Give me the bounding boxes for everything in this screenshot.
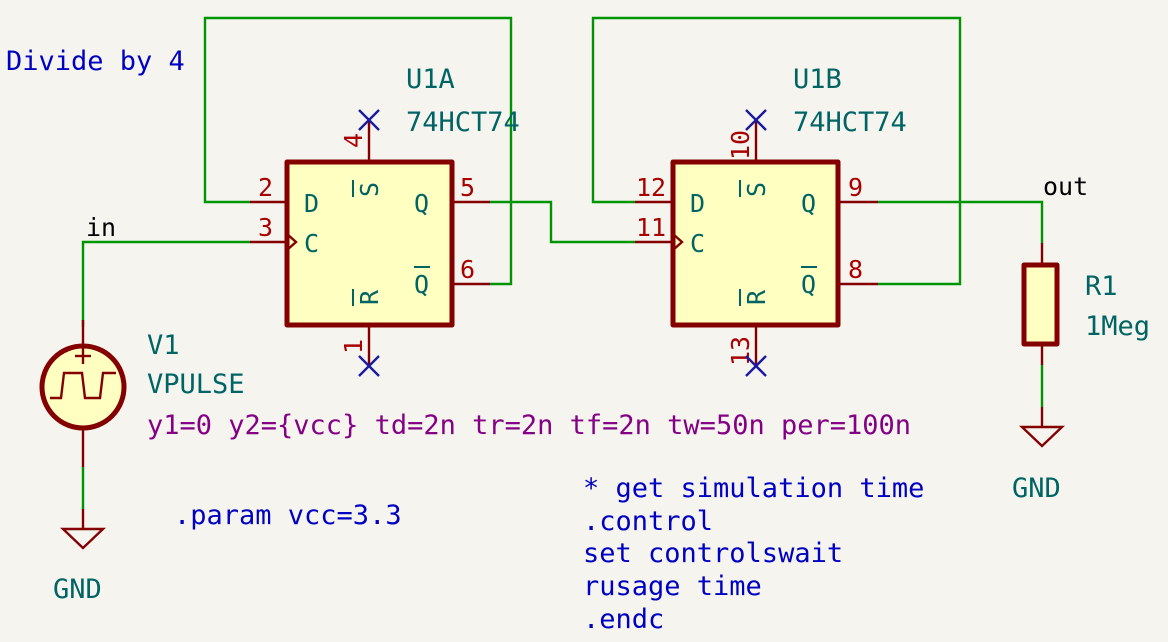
u1b-pin-d-name: D <box>690 189 705 218</box>
u1a-pin-d-name: D <box>304 189 319 218</box>
gnd-label: GND <box>53 574 102 605</box>
clock-marker-icon <box>286 233 298 251</box>
net-label-out[interactable]: out <box>1043 172 1088 201</box>
u1b-pin-s-num: 10 <box>726 130 755 160</box>
title-note[interactable]: Divide by 4 <box>6 46 185 77</box>
ground-icon <box>1018 425 1066 448</box>
control-line: rusage time <box>583 571 762 602</box>
no-connect-icon <box>745 109 767 131</box>
wire-u1a-feedback[interactable] <box>203 16 513 286</box>
u1b-pin-c-num: 11 <box>636 213 666 242</box>
control-line: .control <box>583 506 713 537</box>
gnd-symbol-v1[interactable]: GND <box>53 509 107 605</box>
u1b-pin-q-num: 9 <box>848 173 863 202</box>
v1-reference: V1 <box>147 330 180 361</box>
u1a-pin-qbar-num: 6 <box>460 255 475 284</box>
u1a-pin-r-name: R <box>355 289 384 305</box>
gnd-label: GND <box>1012 473 1061 504</box>
u1a-pin-q-name: Q <box>414 189 429 218</box>
no-connect-icon <box>745 355 767 377</box>
r1-reference: R1 <box>1085 271 1118 302</box>
wire-out[interactable] <box>878 200 1044 243</box>
control-line: .endc <box>583 604 664 635</box>
u1b-pin-qbar-num: 8 <box>848 255 863 284</box>
u1a-pin-q-num: 5 <box>460 173 475 202</box>
u1b-pin-c-name: C <box>690 229 705 258</box>
u1a-flipflop[interactable]: 2 3 5 6 4 1 D C Q Q S R U1A 74HCT74 <box>250 64 520 366</box>
net-label-in[interactable]: in <box>86 213 116 242</box>
r1-body <box>1021 262 1060 347</box>
u1b-pin-s-name: S <box>742 182 771 197</box>
r1-resistor[interactable]: R1 1Meg <box>1021 243 1150 365</box>
control-block[interactable]: * get simulation time .control set contr… <box>583 473 924 635</box>
u1b-value: 74HCT74 <box>793 107 907 138</box>
gnd-symbol-r1[interactable]: GND <box>1012 407 1066 504</box>
u1a-pin-qbar-name: Q <box>414 270 429 299</box>
clock-marker-icon <box>672 233 684 251</box>
param-directive[interactable]: .param vcc=3.3 <box>174 500 402 531</box>
wire-u1b-feedback[interactable] <box>591 16 962 286</box>
v1-value: VPULSE <box>147 369 245 400</box>
u1a-pin-c-num: 3 <box>258 213 273 242</box>
r1-value: 1Meg <box>1085 311 1150 342</box>
u1b-body <box>670 159 841 328</box>
control-line: * get simulation time <box>583 473 924 504</box>
u1b-flipflop[interactable]: 12 11 9 8 10 13 D C Q Q S R U1B 74HCT74 <box>635 64 907 366</box>
wires <box>81 16 1044 509</box>
u1a-body <box>284 159 455 328</box>
u1a-pin-d-num: 2 <box>258 173 273 202</box>
v1-parameters: y1=0 y2={vcc} td=2n tr=2n tf=2n tw=50n p… <box>147 410 911 441</box>
u1a-pin-s-num: 4 <box>339 133 368 148</box>
pulse-waveform-icon <box>50 371 116 400</box>
u1b-reference: U1B <box>793 64 842 95</box>
v1-pulse-source[interactable]: V1 VPULSE y1=0 y2={vcc} td=2n tr=2n tf=2… <box>39 320 911 467</box>
u1b-pin-q-name: Q <box>801 189 816 218</box>
control-line: set controlswait <box>583 538 843 569</box>
u1b-pin-qbar-name: Q <box>801 270 816 299</box>
u1a-pin-c-name: C <box>304 229 319 258</box>
u1b-pin-d-num: 12 <box>636 173 666 202</box>
wire-in[interactable] <box>81 240 250 327</box>
u1a-reference: U1A <box>406 64 455 95</box>
u1a-pin-s-name: S <box>355 182 384 197</box>
u1b-pin-r-name: R <box>742 289 771 305</box>
u1a-pin-r-num: 1 <box>339 339 368 354</box>
u1a-value: 74HCT74 <box>406 107 520 138</box>
no-connect-icon <box>358 109 380 131</box>
wire-q1-to-clk2[interactable] <box>490 200 635 244</box>
ground-icon <box>59 527 107 550</box>
no-connect-icon <box>358 355 380 377</box>
